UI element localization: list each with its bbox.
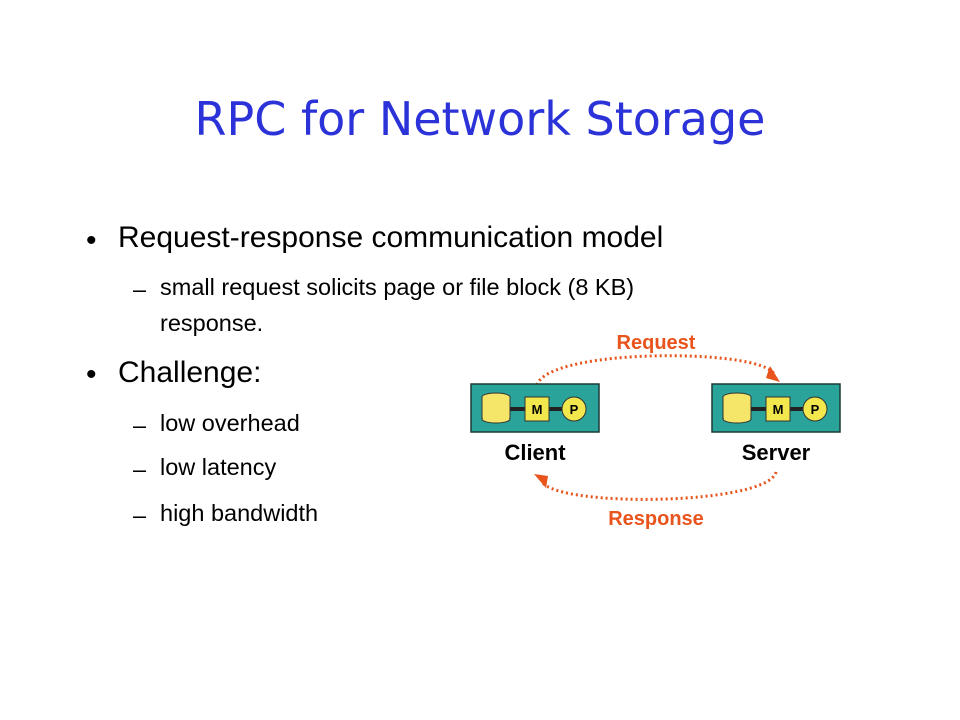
dash-marker: –: [133, 502, 147, 528]
client-node: M P: [470, 383, 600, 433]
bullet-marker: •: [86, 358, 97, 391]
sub-bullet-text: small request solicits page or file bloc…: [160, 274, 635, 300]
response-arrowhead: [534, 474, 548, 488]
dash-marker: –: [133, 412, 147, 438]
request-arrow: [535, 354, 776, 386]
sub-bullet-text: high bandwidth: [160, 500, 319, 526]
processor-icon: [802, 396, 828, 422]
bullet-text: Request-response communication model: [118, 221, 664, 254]
server-memory-label: M: [773, 402, 784, 417]
bullet-text: Challenge:: [118, 356, 262, 389]
dash-marker: –: [133, 456, 147, 482]
response-label: Response: [608, 508, 704, 530]
disk-icon: [481, 392, 511, 424]
memory-chip-icon: [765, 396, 791, 422]
page-title: RPC for Network Storage: [194, 92, 766, 146]
server-label: Server: [742, 440, 811, 465]
response-arrow: [540, 471, 778, 501]
disk-icon: [722, 392, 752, 424]
sub-bullet-text: low latency: [160, 454, 277, 480]
request-arrowhead: [766, 366, 780, 382]
sub-bullet-text: response.: [160, 310, 264, 336]
server-node: M P: [711, 383, 841, 433]
server-processor-label: P: [811, 402, 820, 417]
client-processor-label: P: [570, 402, 579, 417]
bullet-marker: •: [86, 224, 97, 257]
dash-marker: –: [133, 276, 147, 302]
request-label: Request: [617, 332, 696, 354]
client-memory-label: M: [532, 402, 543, 417]
processor-icon: [561, 396, 587, 422]
memory-chip-icon: [524, 396, 550, 422]
sub-bullet-text: low overhead: [160, 410, 300, 436]
client-label: Client: [504, 440, 566, 465]
